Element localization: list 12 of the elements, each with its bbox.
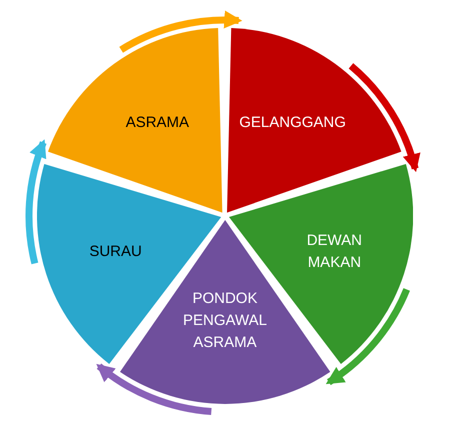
arrow <box>348 63 420 172</box>
arrow <box>26 139 48 264</box>
segment <box>48 28 223 213</box>
segment-label: PONDOK PENGAWAL ASRAMA <box>182 289 268 353</box>
segment-label: GELANGGANG <box>238 112 347 133</box>
arrow <box>96 363 212 415</box>
arrow <box>326 288 410 386</box>
segment-label: DEWAN MAKAN <box>306 230 363 273</box>
segment-label: ASRAMA <box>124 112 190 133</box>
arrow <box>119 11 242 53</box>
segment-label: SURAU <box>88 242 143 262</box>
segment <box>227 28 402 213</box>
